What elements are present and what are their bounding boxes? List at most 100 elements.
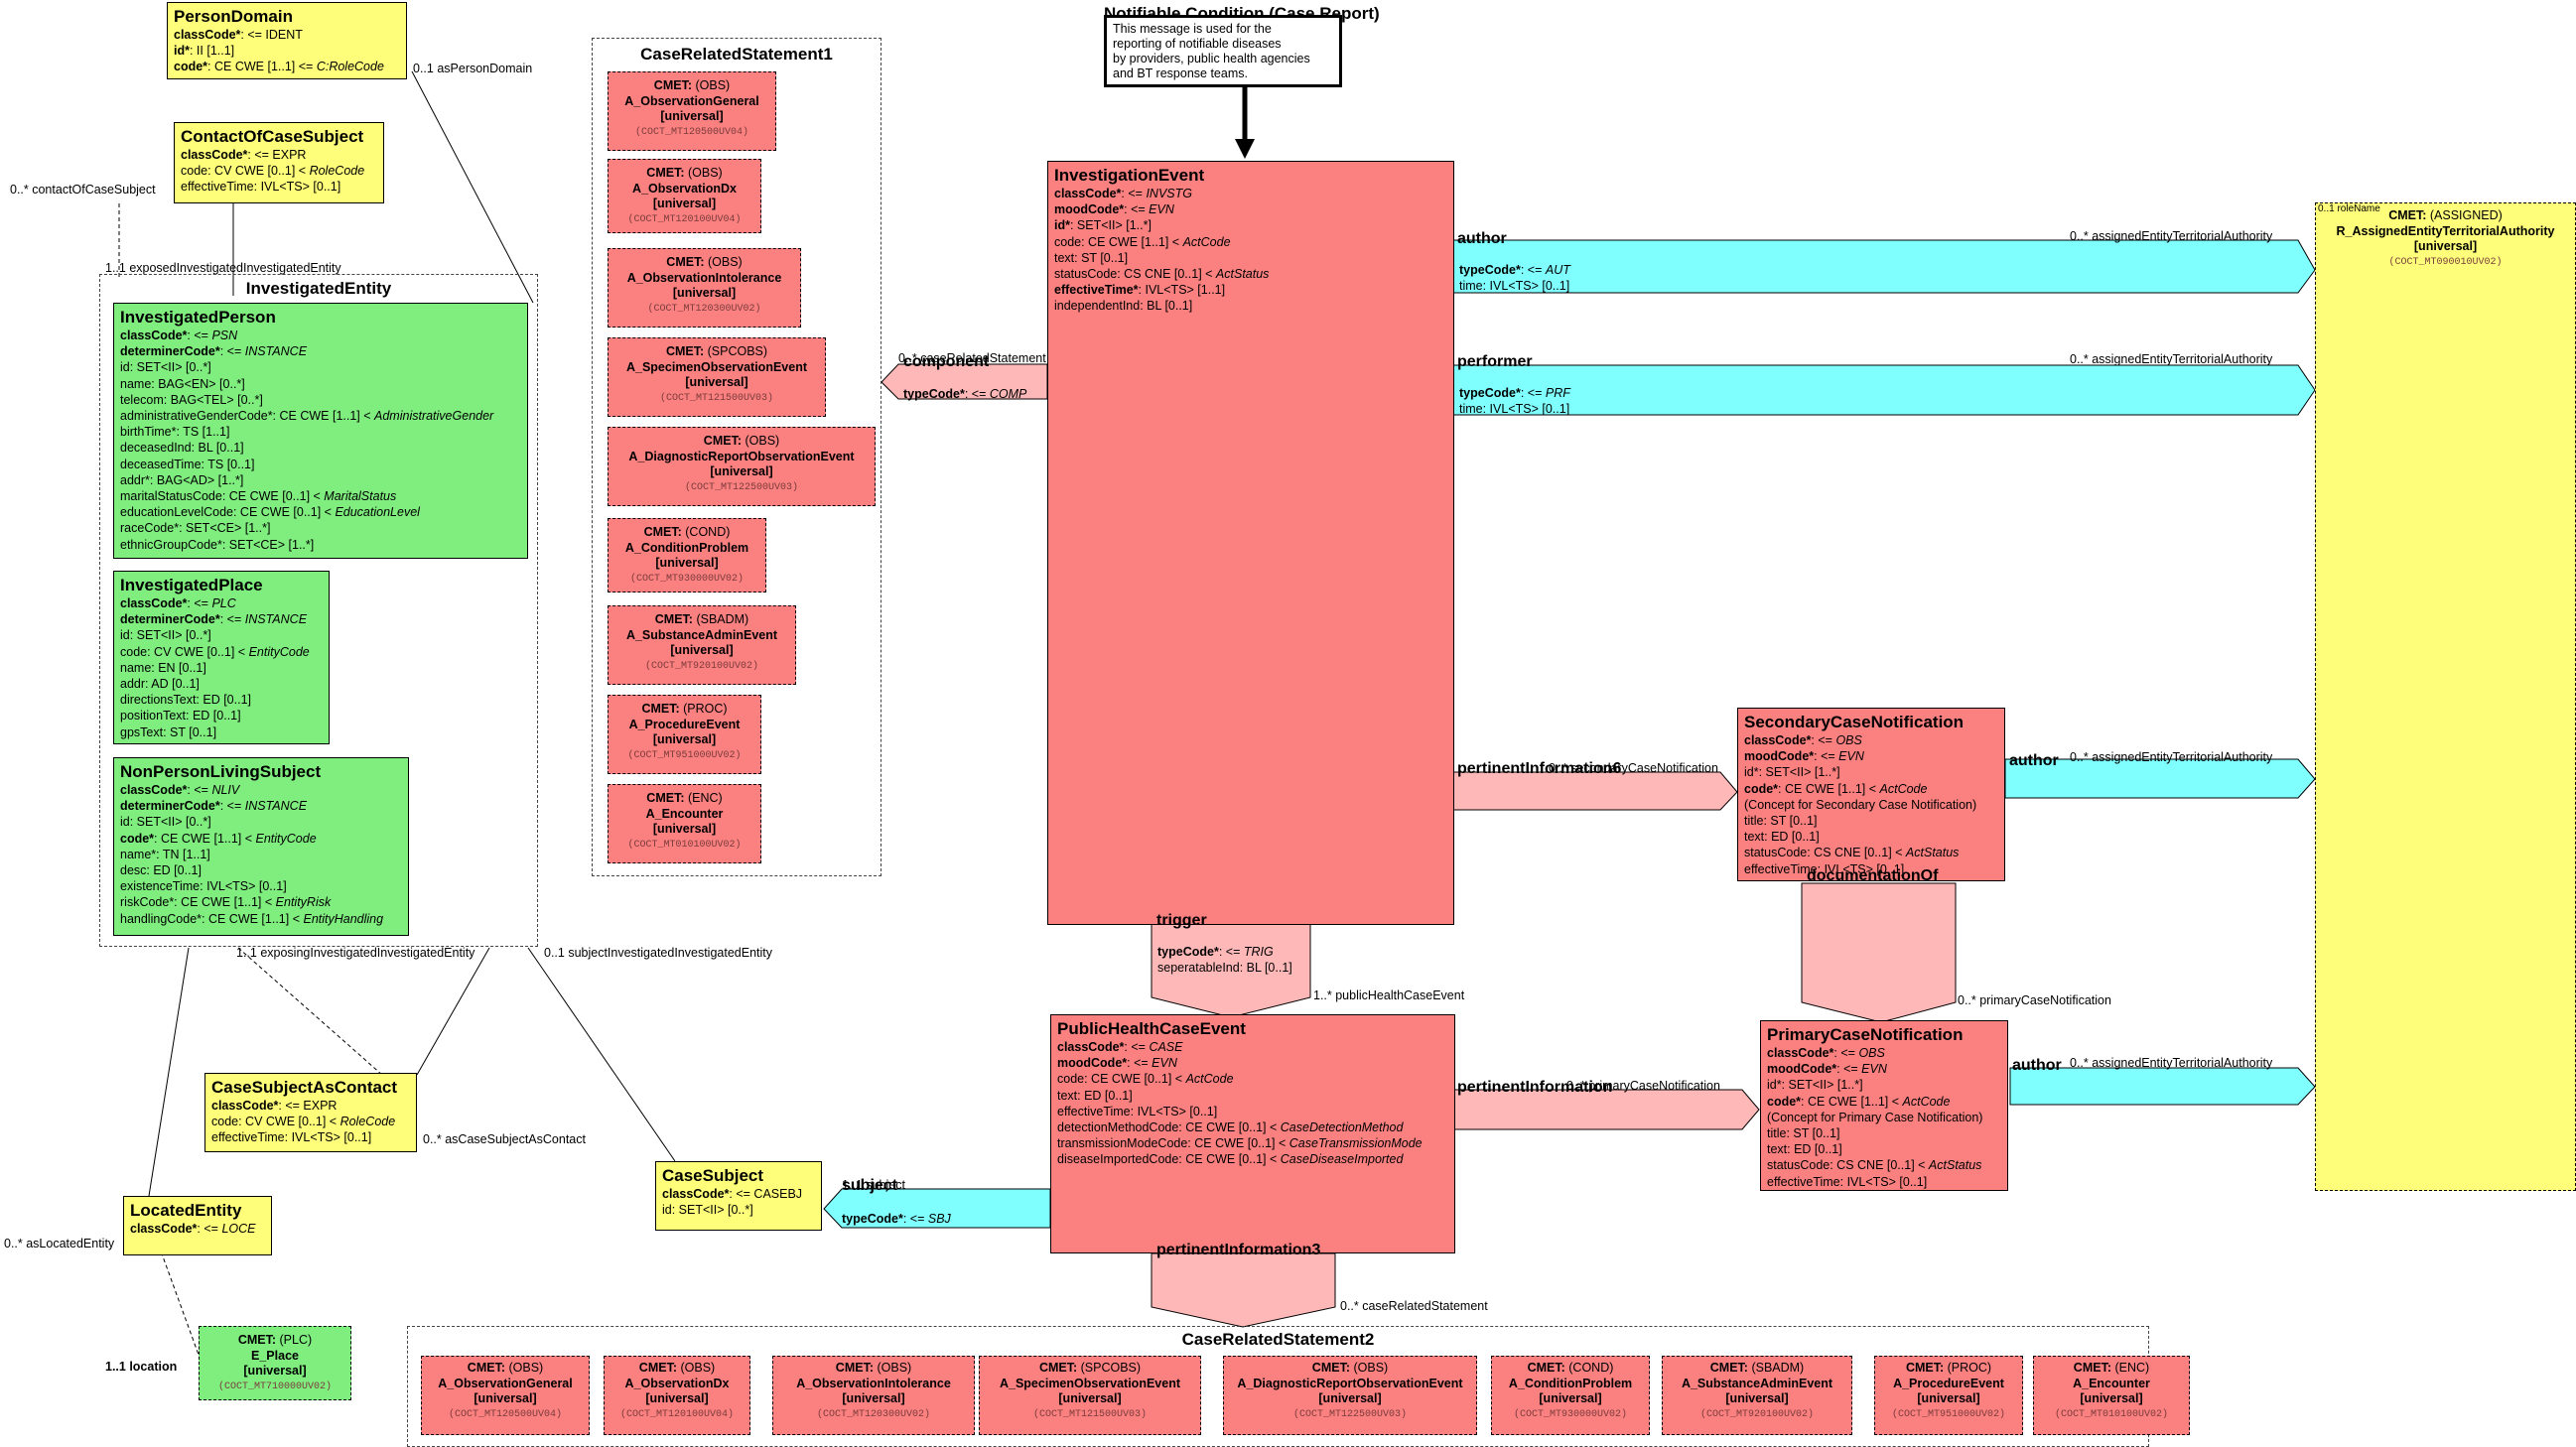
attribute-type: : IVL<TS> [1..1] xyxy=(1138,283,1226,298)
attribute: maritalStatusCode: CE CWE [0..1] < Marit… xyxy=(120,488,521,504)
cmet-case-related-statement1-item[interactable]: CMET: (COND)A_ConditionProblem[universal… xyxy=(608,518,766,592)
attribute: classCode*: <= LOCE xyxy=(130,1221,265,1237)
attribute-name: classCode* xyxy=(1054,187,1122,200)
line-casesubject xyxy=(527,947,676,1162)
attribute: title: ST [0..1] xyxy=(1767,1125,2001,1141)
cmet-classcode: (OBS) xyxy=(877,1361,912,1375)
attribute: classCode*: <= EXPR xyxy=(181,147,377,163)
cmet-name: A_DiagnosticReportObservationEvent xyxy=(1237,1376,1463,1390)
cmet-name: A_SpecimenObservationEvent xyxy=(999,1376,1180,1390)
attribute-vocab: EntityRisk xyxy=(275,895,332,910)
attribute-type: gpsText: ST [0..1] xyxy=(120,724,217,739)
attribute-type: : <= xyxy=(187,783,212,797)
cmet-case-related-statement2-item[interactable]: CMET: (SBADM)A_SubstanceAdminEvent[unive… xyxy=(1662,1356,1852,1435)
typecode-comp: typeCode*: <= COMP xyxy=(903,387,1027,401)
cmet-scope: [universal] xyxy=(2080,1391,2143,1405)
attribute: id: SET<II> [0..*] xyxy=(120,627,323,643)
cmet-case-related-statement2-item[interactable]: CMET: (COND)A_ConditionProblem[universal… xyxy=(1491,1356,1650,1435)
attribute-vocab: EVN xyxy=(1152,1056,1177,1071)
cmet-scope: [universal] xyxy=(710,464,773,478)
attribute-type: statusCode: CS CNE [0..1] < xyxy=(1744,846,1906,860)
cmet-case-related-statement2-item[interactable]: CMET: (ENC)A_Encounter[universal](COCT_M… xyxy=(2033,1356,2190,1435)
attribute-type: (Concept for Primary Case Notification) xyxy=(1767,1110,1983,1124)
cmet-case-related-statement1-item[interactable]: CMET: (OBS)A_ObservationDx[universal](CO… xyxy=(608,159,761,233)
cmet-case-related-statement2-item[interactable]: CMET: (SPCOBS)A_SpecimenObservationEvent… xyxy=(979,1356,1201,1435)
attribute: effectiveTime: IVL<TS> [0..1] xyxy=(1767,1174,2001,1190)
line-persondomain xyxy=(411,70,534,304)
attribute-name: determinerCode* xyxy=(120,799,220,814)
attribute-vocab: EducationLevel xyxy=(335,505,420,520)
attribute: id: SET<II> [0..*] xyxy=(120,814,402,830)
cmet-label: CMET: (SBADM) xyxy=(1663,1361,1851,1377)
cmet-case-related-statement1-item[interactable]: CMET: (OBS)A_ObservationIntolerance[univ… xyxy=(608,248,801,328)
class-title: NonPersonLivingSubject xyxy=(120,762,322,781)
cmet-id: (COCT_MT010100UV02) xyxy=(2054,1408,2169,1420)
line-subject-contact xyxy=(416,947,490,1076)
cmet-case-related-statement1-item[interactable]: CMET: (SBADM)A_SubstanceAdminEvent[unive… xyxy=(608,605,796,685)
cmet-case-related-statement1-item[interactable]: CMET: (PROC)A_ProcedureEvent[universal](… xyxy=(608,695,761,774)
attribute: code: CV CWE [0..1] < RoleCode xyxy=(181,163,377,179)
cmet-case-related-statement1-item[interactable]: CMET: (ENC)A_Encounter[universal](COCT_M… xyxy=(608,784,761,863)
attribute: classCode*: <= CASEBJ xyxy=(662,1186,815,1202)
cmet-case-related-statement2-item[interactable]: CMET: (OBS)A_ObservationDx[universal](CO… xyxy=(604,1356,750,1435)
cmet-case-related-statement2-item[interactable]: CMET: (PROC)A_ProcedureEvent[universal](… xyxy=(1874,1356,2023,1435)
author-arrow-3 xyxy=(2009,1067,2316,1106)
attribute: classCode*: <= OBS xyxy=(1767,1045,2001,1061)
cmet-prefix: CMET: xyxy=(2388,208,2430,222)
attribute: effectiveTime: IVL<TS> [0..1] xyxy=(1744,861,1998,877)
attribute-type: riskCode*: CE CWE [1..1] < xyxy=(120,895,276,910)
cmet-e-place[interactable]: CMET: (PLC)E_Place[universal](COCT_MT710… xyxy=(199,1326,351,1400)
cmet-case-related-statement1-item[interactable]: CMET: (OBS)A_ObservationGeneral[universa… xyxy=(608,71,776,151)
cmet-scope: [universal] xyxy=(243,1364,307,1378)
cmet-case-related-statement1-item[interactable]: CMET: (SPCOBS)A_SpecimenObservationEvent… xyxy=(608,337,826,417)
label-as-located-entity: 0..* asLocatedEntity xyxy=(4,1237,115,1250)
class-title: CaseSubject xyxy=(662,1166,764,1185)
cmet-id: (COCT_MT951000UV02) xyxy=(627,749,742,761)
documentationof-arrow xyxy=(1801,882,1957,1023)
cmet-name: A_ObservationGeneral xyxy=(438,1376,573,1390)
attribute-vocab: ActStatus xyxy=(1905,846,1960,860)
cmet-scope: [universal] xyxy=(645,1391,709,1405)
cmet-prefix: CMET: xyxy=(1311,1361,1354,1375)
cmet-case-related-statement1-item[interactable]: CMET: (OBS)A_DiagnosticReportObservation… xyxy=(608,427,876,506)
label-exposing: 1..1 exposingInvestigatedInvestigatedEnt… xyxy=(236,946,475,960)
attribute-type: deceasedTime: TS [0..1] xyxy=(120,457,255,471)
attribute-vocab: ActStatus xyxy=(1928,1158,1982,1173)
cmet-prefix: CMET: xyxy=(467,1361,509,1375)
cmet-id: (COCT_MT120300UV02) xyxy=(816,1408,931,1420)
cmet-case-related-statement2-item[interactable]: CMET: (OBS)A_ObservationGeneral[universa… xyxy=(421,1356,590,1435)
cmet-id: (COCT_MT121500UV03) xyxy=(659,392,774,404)
label-territorial-4: 0..* assignedEntityTerritorialAuthority xyxy=(2070,1056,2273,1070)
attribute-type: : <= xyxy=(219,612,245,627)
attribute-type: code: CE CWE [1..1] < xyxy=(1054,234,1183,249)
class-title: LocatedEntity xyxy=(130,1201,242,1220)
cmet-scope: [universal] xyxy=(1058,1391,1122,1405)
attribute-vocab: INSTANCE xyxy=(244,799,308,814)
class-title: CaseSubjectAsContact xyxy=(211,1078,398,1097)
rel-pertinent-information3: pertinentInformation3 xyxy=(1156,1242,1321,1258)
cmet-name: A_ObservationDx xyxy=(624,1376,730,1390)
cmet-case-related-statement2-item[interactable]: CMET: (OBS)A_DiagnosticReportObservation… xyxy=(1223,1356,1477,1435)
attribute-type: : CE CWE [1..1] <= xyxy=(207,60,317,74)
attribute-vocab: LOCE xyxy=(221,1222,256,1236)
attribute: code*: CE CWE [1..1] < EntityCode xyxy=(120,831,402,847)
cmet-assigned-entity-territorial-authority[interactable]: CMET: (ASSIGNED)R_AssignedEntityTerritor… xyxy=(2315,202,2576,1191)
attribute-vocab: C:RoleCode xyxy=(316,60,384,74)
cmet-case-related-statement2-item[interactable]: CMET: (OBS)A_ObservationIntolerance[univ… xyxy=(772,1356,975,1435)
note-arrow-head xyxy=(1235,139,1255,159)
cmet-label: CMET: (PROC) xyxy=(609,702,760,718)
